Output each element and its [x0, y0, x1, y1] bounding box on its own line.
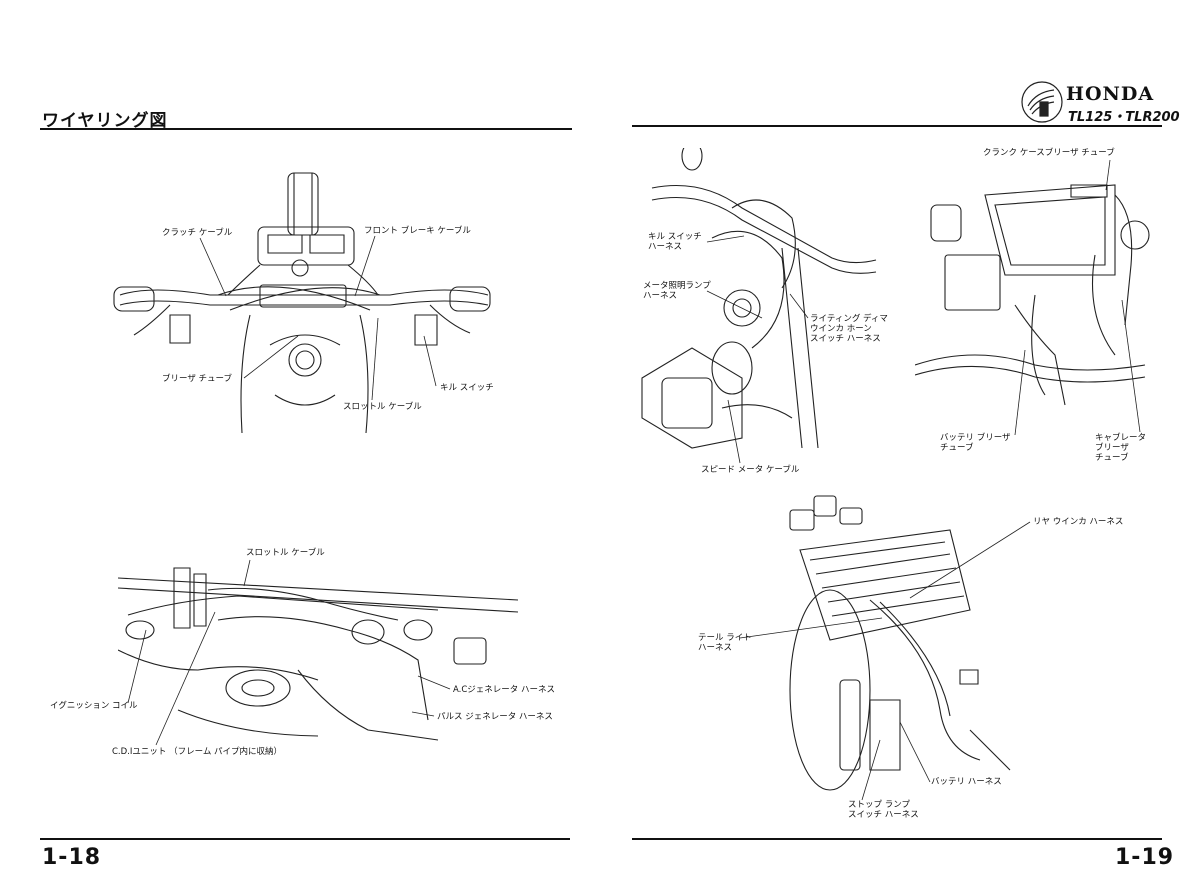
header-rule-left [40, 128, 572, 130]
label-carb-breather-tube: キャブレータ ブリーザ チューブ [1095, 433, 1147, 463]
page-number-left: 1-18 [42, 845, 102, 870]
honda-wing-logo [1020, 80, 1064, 124]
label-battery-harness: バッテリ ハーネス [931, 777, 1002, 787]
label-breather-tube: ブリーザ チューブ [162, 374, 233, 384]
label-battery-breather-tube: バッテリ ブリーザ チューブ [940, 433, 1011, 453]
label-ac-generator-harness: A.Cジェネレータ ハーネス [453, 685, 556, 695]
handlebar-illustration [110, 165, 500, 435]
footer-rule-right [632, 838, 1162, 840]
label-kill-switch: キル スイッチ [440, 383, 494, 393]
label-stop-lamp-switch-harness: ストップ ランプ スイッチ ハーネス [848, 800, 919, 820]
brand-name: HONDA [1066, 83, 1155, 105]
label-tail-light-harness: テール ライト ハーネス [698, 633, 752, 653]
label-speedometer-cable: スピード メータ ケーブル [701, 465, 800, 475]
breather-tube-illustration [915, 165, 1155, 425]
frame-wiring-illustration [118, 560, 518, 750]
label-rear-winker-harness: リヤ ウインカ ハーネス [1033, 517, 1124, 527]
label-cdi-unit: C.D.Iユニット （フレーム パイプ内に収納） [112, 747, 283, 757]
header-rule-right [632, 125, 1162, 127]
model-name: TL125・TLR200 [1068, 110, 1180, 125]
label-crankcase-breather-tube: クランク ケースブリーザ チューブ [983, 148, 1115, 158]
label-throttle-cable-1: スロットル ケーブル [343, 402, 422, 412]
label-kill-switch-harness: キル スイッチ ハーネス [648, 232, 702, 252]
rear-harness-illustration [770, 490, 1030, 800]
page-number-right: 1-19 [1115, 845, 1175, 870]
label-meter-lamp-harness: メータ照明ランプ ハーネス [643, 281, 711, 301]
label-clutch-cable: クラッチ ケーブル [162, 228, 233, 238]
footer-rule-left [40, 838, 570, 840]
label-front-brake-cable: フロント ブレーキ ケーブル [364, 226, 471, 236]
page-title: ワイヤリング図 [42, 111, 168, 131]
label-lighting-dimmer-harness: ライティング ディマ ウインカ ホーン スイッチ ハーネス [810, 314, 888, 344]
label-pulse-generator-harness: パルス ジェネレータ ハーネス [437, 712, 553, 722]
label-throttle-cable-2: スロットル ケーブル [246, 548, 325, 558]
label-ignition-coil: イグニッション コイル [50, 701, 138, 711]
